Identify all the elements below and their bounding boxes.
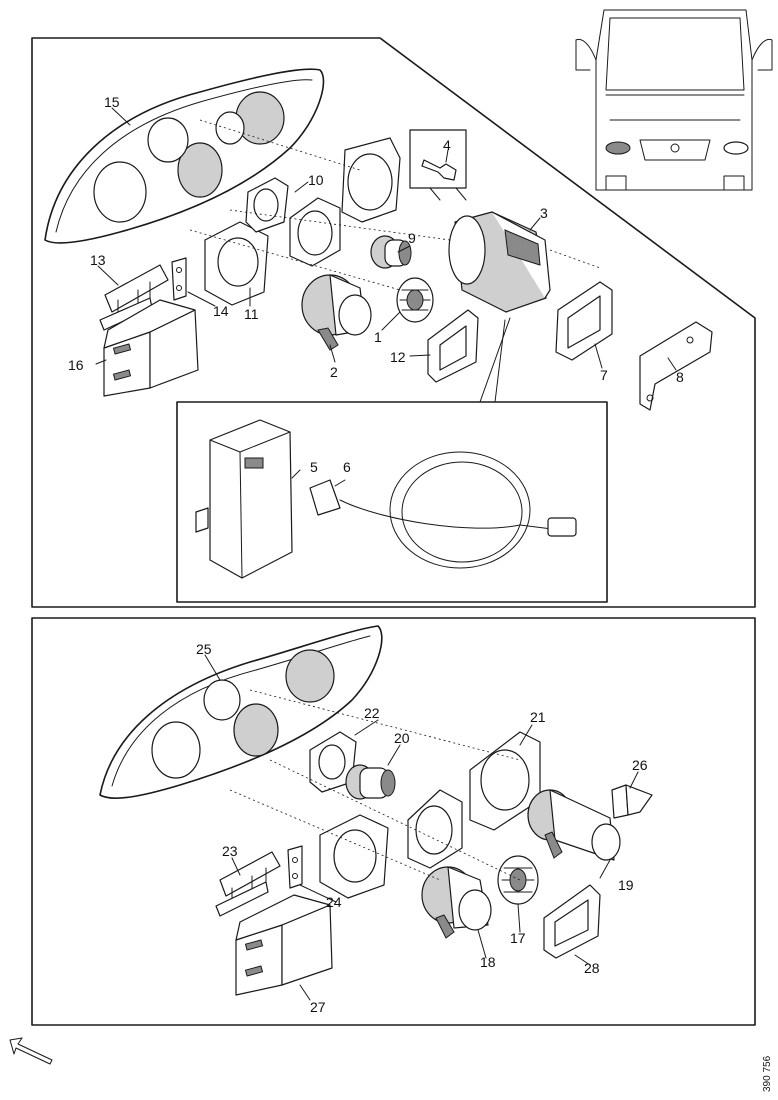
ring-22 (309, 731, 357, 793)
bracket-8 (639, 321, 713, 411)
callout-2: 2 (330, 364, 338, 380)
bus-front-icon (575, 9, 773, 191)
lamp-17 (497, 855, 539, 905)
callout-3: 3 (540, 205, 548, 221)
figure-code: 390 756 (762, 1055, 773, 1092)
callout-25: 25 (196, 641, 212, 657)
cover-16 (103, 299, 199, 397)
callout-18: 18 (480, 954, 496, 970)
callout-13: 13 (90, 252, 106, 268)
callout-7: 7 (600, 367, 608, 383)
callout-23: 23 (222, 843, 238, 859)
callout-26: 26 (632, 757, 648, 773)
ring-plate-middle (407, 789, 463, 869)
bottom-panel (31, 617, 756, 1026)
leader-lines-top (95, 107, 677, 487)
callout-27: 27 (310, 999, 326, 1015)
callout-9: 9 (408, 230, 416, 246)
callout-24: 24 (326, 894, 342, 910)
frame-12 (427, 309, 479, 383)
callout-16: 16 (68, 357, 84, 373)
direction-arrow-icon (9, 1037, 53, 1065)
callout-labels-top: 15 10 4 3 9 13 14 11 1 12 2 16 7 8 5 6 (68, 94, 684, 475)
bracket-23 (215, 851, 281, 917)
callout-11: 11 (244, 306, 259, 322)
callout-6: 6 (343, 459, 351, 475)
cover-27 (235, 894, 333, 996)
lamp-1 (396, 277, 434, 323)
projector-unit-3 (448, 211, 601, 313)
control-module-5 (195, 419, 293, 579)
lamp-20 (345, 764, 396, 800)
ring-plate-21 (469, 731, 541, 831)
ring-plate-11 (204, 221, 269, 306)
headlamp-housing-25 (99, 625, 383, 799)
ring-10 (245, 177, 289, 233)
gasket-7 (555, 281, 613, 361)
bracket-24 (287, 845, 303, 889)
lamp-unit-19 (527, 789, 621, 861)
callout-12: 12 (390, 349, 406, 365)
bracket-13 (99, 264, 169, 331)
callout-19: 19 (618, 877, 634, 893)
key-4 (409, 129, 467, 201)
inset-detail-box (176, 317, 608, 603)
callout-28: 28 (584, 960, 600, 976)
headlamp-housing-15 (44, 68, 325, 244)
callout-1: 1 (374, 329, 382, 345)
frame-28 (543, 884, 601, 959)
callout-21: 21 (530, 709, 546, 725)
lamp-unit-2 (301, 274, 372, 351)
bracket-14 (171, 257, 187, 301)
ring-plate-10b (289, 197, 341, 267)
lamp-unit-18 (421, 866, 492, 939)
callout-10: 10 (308, 172, 324, 188)
callout-5: 5 (310, 459, 318, 475)
ring-plate-upper (341, 137, 401, 223)
cable-connector-6 (309, 451, 577, 569)
callout-labels-bottom: 25 22 21 20 26 23 19 24 17 18 28 27 (196, 641, 648, 1015)
leader-lines-bottom (204, 654, 639, 1001)
callout-4: 4 (443, 137, 451, 153)
bracket-26 (611, 784, 653, 819)
callout-20: 20 (394, 730, 410, 746)
callout-15: 15 (104, 94, 120, 110)
callout-8: 8 (676, 369, 684, 385)
ring-plate-lower (319, 814, 389, 899)
callout-17: 17 (510, 930, 526, 946)
lamp-9 (370, 235, 412, 269)
callout-22: 22 (364, 705, 380, 721)
callout-14: 14 (213, 303, 229, 319)
top-panel (31, 37, 756, 608)
